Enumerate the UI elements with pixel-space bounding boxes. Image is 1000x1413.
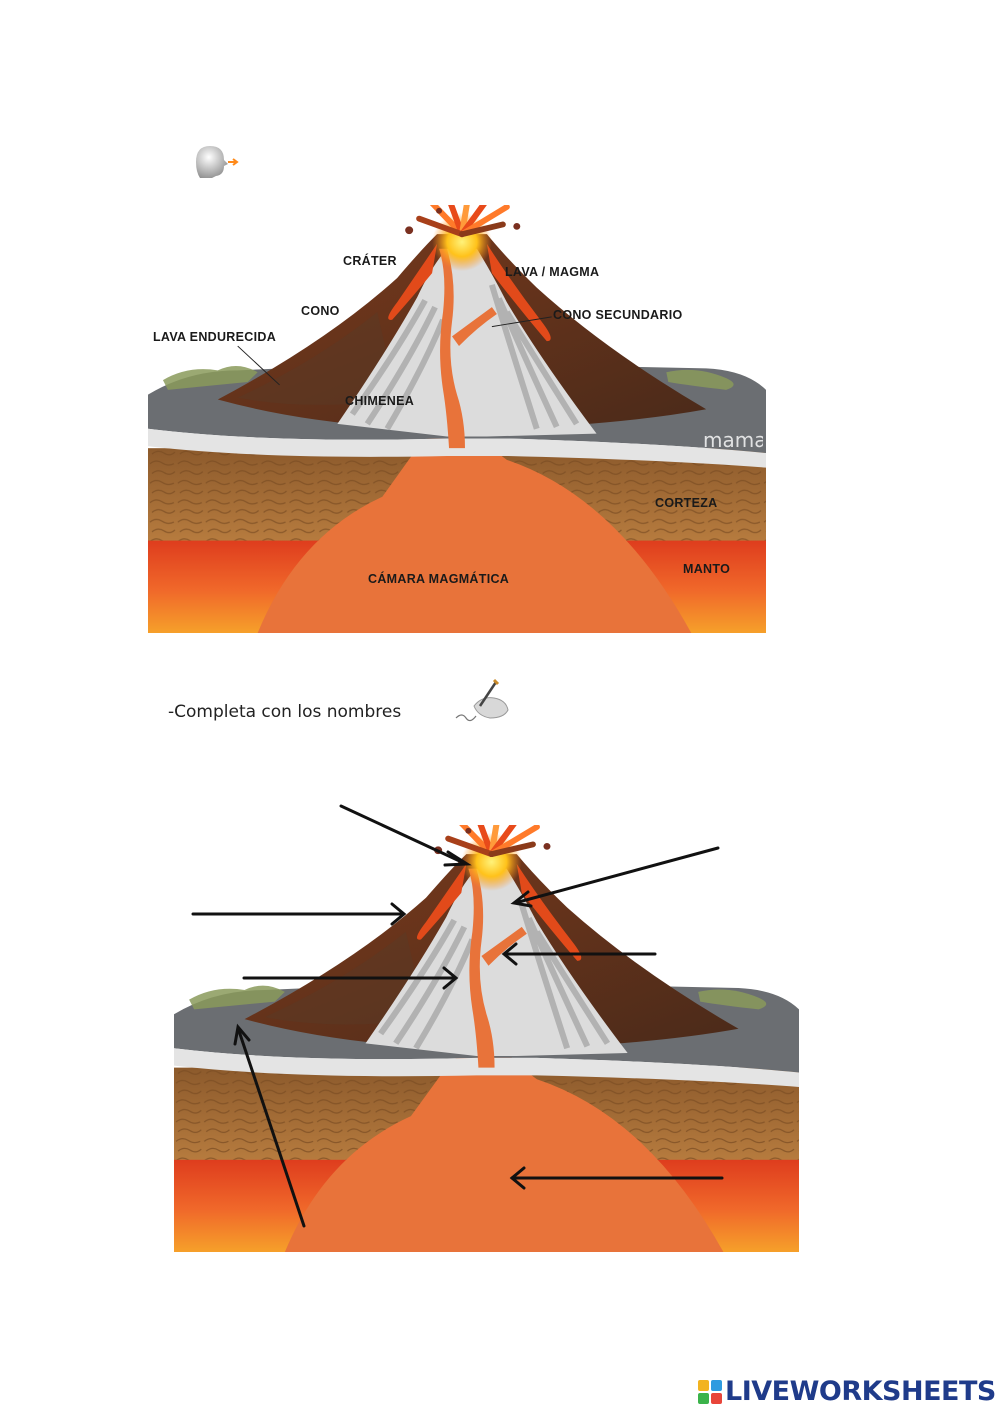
label-corteza: CORTEZA (655, 496, 718, 510)
label-lava-magma: LAVA / MAGMA (505, 265, 600, 279)
label-lava-endurecida: LAVA ENDURECIDA (153, 330, 277, 344)
arrow-to-cone (191, 902, 407, 926)
arrow-to-chimney (242, 966, 459, 990)
liveworksheets-logo: LIVEWORKSHEETS (698, 1376, 996, 1407)
watermark-text: mama (703, 428, 763, 452)
arrow-to-crater (339, 804, 472, 867)
writing-hand-icon (455, 678, 509, 722)
label-chimenea: CHIMENEA (345, 394, 415, 408)
labeled-volcano-diagram (148, 205, 766, 633)
liveworksheets-logo-icon (698, 1379, 722, 1404)
label-crater: CRÁTER (343, 254, 397, 268)
brand-name: LIVEWORKSHEETS (725, 1376, 996, 1407)
instruction-text: -Completa con los nombres (168, 702, 402, 722)
arrow-to-lava (510, 846, 720, 908)
label-cono-secundario: CONO SECUNDARIO (553, 308, 683, 322)
label-camara-magmatica: CÁMARA MAGMÁTICA (368, 572, 510, 586)
label-cono: CONO (301, 304, 340, 318)
head-profile-icon (196, 146, 239, 178)
label-manto: MANTO (683, 562, 731, 576)
arrow-to-magma-chamber (509, 1166, 724, 1190)
arrow-to-secondary-cone (501, 942, 657, 966)
arrow-to-hardened-lava (233, 1023, 306, 1228)
